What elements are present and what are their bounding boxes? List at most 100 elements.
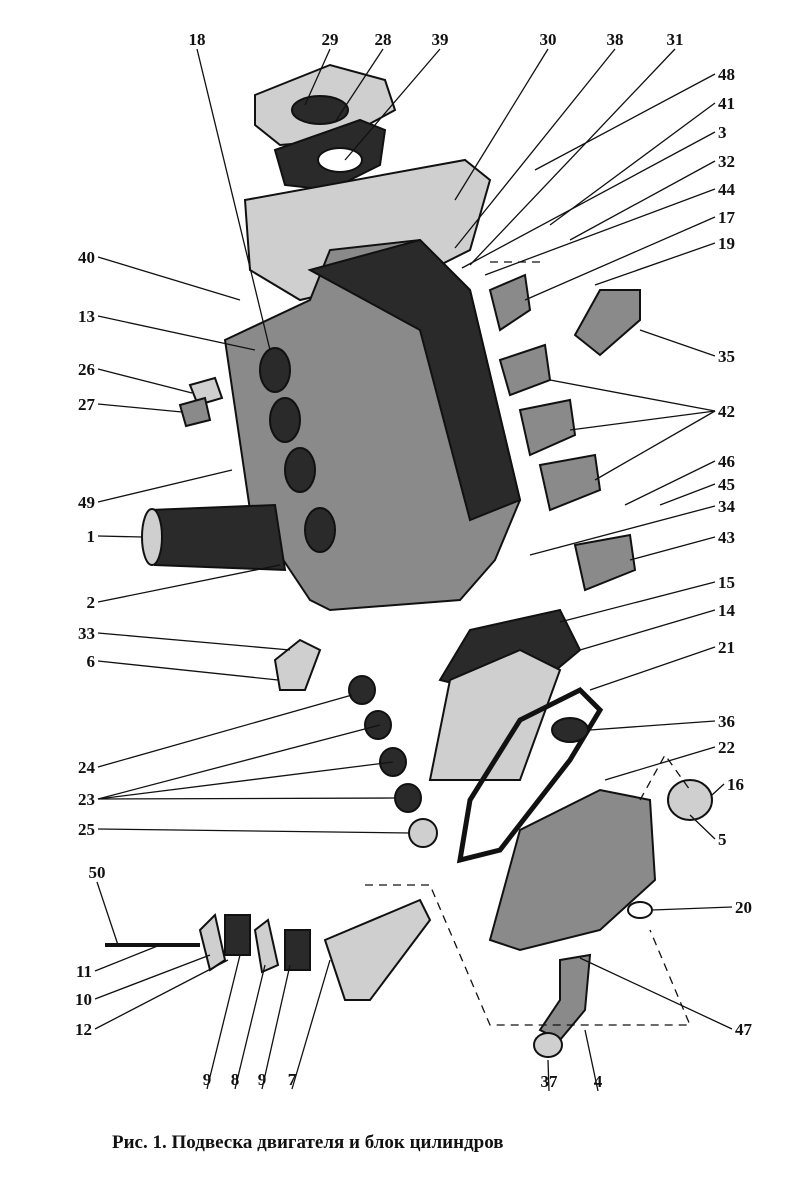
callout-label: 32 bbox=[718, 152, 735, 171]
leader-line bbox=[629, 536, 716, 561]
leader-line bbox=[711, 783, 725, 796]
leader-line bbox=[97, 469, 233, 503]
cover-gasket-outline bbox=[456, 686, 604, 864]
leader-line bbox=[196, 48, 271, 351]
callout-label: 49 bbox=[78, 493, 95, 512]
leader-line bbox=[594, 242, 716, 286]
callout-label: 11 bbox=[76, 962, 92, 981]
callout-label: 3 bbox=[718, 123, 727, 142]
leader-line bbox=[639, 329, 716, 357]
bearing-cap bbox=[498, 343, 552, 397]
callout-label: 17 bbox=[718, 208, 736, 227]
rubber-cushion bbox=[284, 929, 311, 971]
callout-label: 23 bbox=[78, 790, 95, 809]
cylinder-liner bbox=[148, 503, 287, 572]
callout-label: 14 bbox=[718, 601, 736, 620]
leader-line bbox=[547, 1059, 550, 1092]
callout-label: 4 bbox=[594, 1072, 603, 1091]
callout-label: 27 bbox=[78, 395, 96, 414]
front-plate bbox=[428, 648, 562, 781]
bearing-cap bbox=[518, 398, 577, 457]
leader-line bbox=[559, 581, 716, 623]
rear-bearing-cap bbox=[573, 289, 641, 357]
pipe-cap bbox=[533, 1032, 563, 1058]
leader-line bbox=[549, 102, 716, 226]
callout-label: 19 bbox=[718, 234, 735, 253]
callout-label: 5 bbox=[718, 830, 727, 849]
leader-line bbox=[604, 746, 716, 781]
leader-line bbox=[97, 368, 193, 394]
leader-line bbox=[689, 814, 716, 840]
callout-label: 46 bbox=[718, 452, 735, 471]
callout-label: 39 bbox=[432, 30, 449, 49]
leader-line bbox=[469, 48, 676, 266]
leader-line bbox=[579, 957, 733, 1030]
bush bbox=[394, 783, 422, 813]
callout-label: 48 bbox=[718, 65, 735, 84]
leader-lines bbox=[94, 48, 733, 1092]
leader-line bbox=[524, 216, 716, 301]
leader-line bbox=[454, 48, 616, 249]
gasket-hole bbox=[317, 147, 363, 173]
elbow-pipe bbox=[538, 953, 592, 1042]
bearing-cap bbox=[573, 533, 637, 592]
leader-line bbox=[624, 460, 716, 506]
callout-label: 40 bbox=[78, 248, 95, 267]
callout-label: 25 bbox=[78, 820, 95, 839]
callout-label: 38 bbox=[607, 30, 624, 49]
cover-plate bbox=[178, 396, 212, 428]
callout-label: 33 bbox=[78, 624, 95, 643]
callout-label: 28 bbox=[375, 30, 392, 49]
leader-line bbox=[534, 73, 716, 171]
leader-line bbox=[97, 797, 397, 800]
callout-label: 26 bbox=[78, 360, 95, 379]
bush bbox=[348, 675, 376, 705]
callout-label: 44 bbox=[718, 180, 736, 199]
cylinder-bore bbox=[269, 397, 301, 443]
leader-line bbox=[569, 160, 716, 241]
callout-label: 15 bbox=[718, 573, 735, 592]
callout-label: 34 bbox=[718, 497, 736, 516]
leader-line bbox=[454, 48, 549, 201]
callout-label: 50 bbox=[89, 863, 106, 882]
bush bbox=[408, 818, 438, 848]
leader-line bbox=[97, 761, 394, 800]
leader-line bbox=[569, 410, 716, 431]
callout-label: 47 bbox=[735, 1020, 753, 1039]
callout-label: 10 bbox=[75, 990, 92, 1009]
ring-20 bbox=[627, 901, 653, 919]
mount-plate bbox=[253, 918, 280, 974]
leader-line bbox=[461, 131, 716, 269]
callout-label: 30 bbox=[540, 30, 557, 49]
callout-label: 1 bbox=[87, 527, 96, 546]
callout-label: 43 bbox=[718, 528, 735, 547]
callout-label: 35 bbox=[718, 347, 735, 366]
cover-gasket bbox=[188, 376, 224, 407]
leader-line bbox=[589, 646, 716, 691]
leader-line bbox=[94, 954, 211, 1000]
leader-line bbox=[291, 959, 331, 1090]
leader-line bbox=[261, 964, 291, 1090]
seal-ring bbox=[291, 95, 349, 125]
leader-line bbox=[579, 609, 716, 651]
leader-line bbox=[304, 48, 331, 106]
callout-label: 9 bbox=[203, 1070, 212, 1089]
callout-label: 6 bbox=[87, 652, 96, 671]
leader-line bbox=[484, 188, 716, 276]
callout-label: 45 bbox=[718, 475, 735, 494]
rubber-cushion bbox=[224, 914, 251, 956]
callout-label: 12 bbox=[75, 1020, 92, 1039]
leader-line bbox=[97, 632, 291, 651]
callout-label: 9 bbox=[258, 1070, 267, 1089]
leader-line bbox=[529, 505, 716, 556]
bearing-cap bbox=[538, 453, 602, 512]
leader-line bbox=[97, 256, 241, 301]
callout-label: 41 bbox=[718, 94, 735, 113]
mount-plate bbox=[198, 913, 227, 972]
callout-label: 29 bbox=[322, 30, 339, 49]
callout-label: 7 bbox=[288, 1070, 297, 1089]
leader-line bbox=[651, 906, 733, 911]
cylinder-bore bbox=[304, 507, 336, 553]
callout-label: 16 bbox=[727, 775, 744, 794]
